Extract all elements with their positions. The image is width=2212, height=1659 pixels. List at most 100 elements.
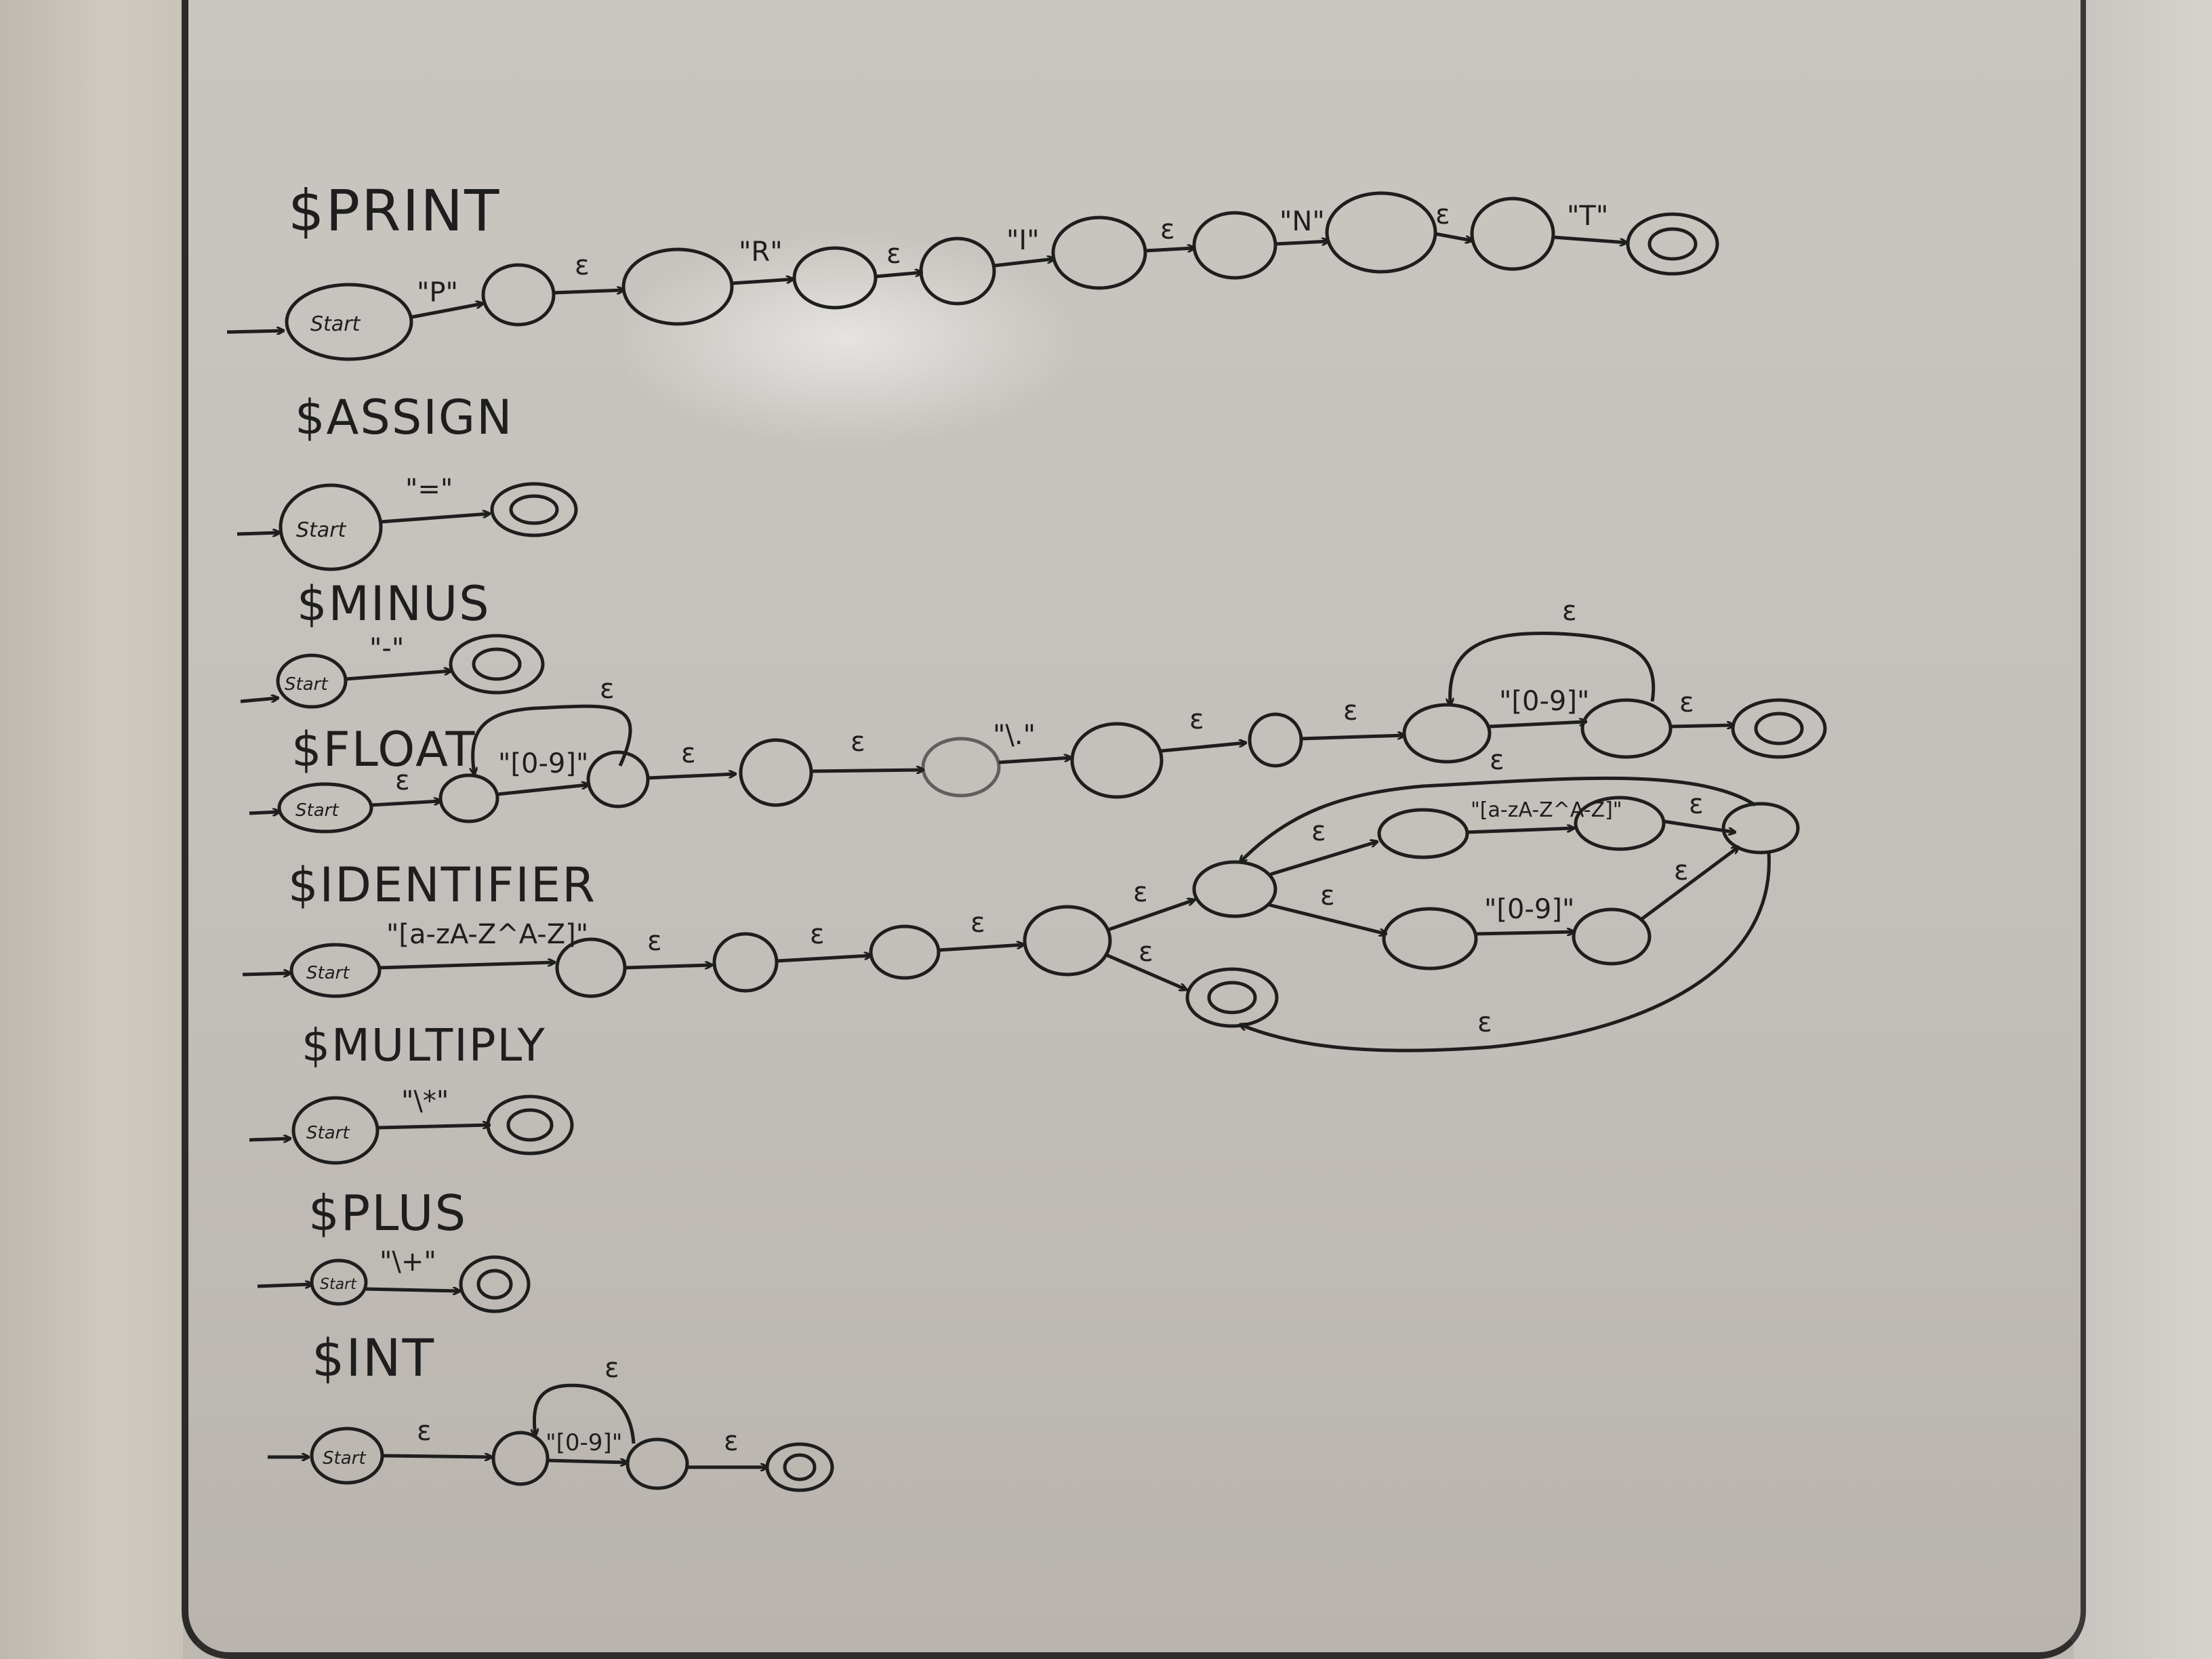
transition bbox=[380, 514, 489, 524]
transition bbox=[1161, 743, 1246, 753]
transition-label: ε bbox=[1435, 199, 1450, 230]
assign-machine: $ASSIGN Start "=" bbox=[237, 390, 578, 571]
transition bbox=[811, 770, 923, 771]
machine-title: $PLUS bbox=[308, 1185, 467, 1242]
loop-transition bbox=[1240, 776, 1757, 862]
print-machine: $PRINT Start "P" ε "R" ε "I" ε "N" ε "T" bbox=[226, 178, 1719, 361]
state bbox=[1070, 722, 1164, 799]
transition bbox=[1489, 722, 1586, 729]
state bbox=[1248, 712, 1303, 768]
transition-label: ε bbox=[810, 919, 825, 950]
state bbox=[1402, 703, 1492, 764]
transition bbox=[371, 801, 441, 807]
transition-label: ε bbox=[395, 765, 410, 796]
transition-label: ε bbox=[1679, 687, 1694, 718]
state bbox=[621, 247, 734, 326]
transition bbox=[1435, 232, 1472, 241]
entry-arrow bbox=[242, 973, 290, 975]
transition bbox=[776, 956, 871, 963]
accept-state bbox=[490, 482, 578, 537]
wall-right bbox=[2074, 0, 2212, 1659]
state bbox=[1051, 216, 1147, 290]
accept-state-inner bbox=[783, 1453, 817, 1481]
entry-arrow bbox=[237, 533, 279, 534]
transition bbox=[938, 945, 1023, 952]
entry-arrow bbox=[240, 698, 278, 703]
transition-label: ε bbox=[886, 239, 901, 270]
wall-left bbox=[0, 0, 183, 1659]
start-state bbox=[289, 943, 382, 998]
transition-label: ε bbox=[647, 926, 662, 957]
machine-title: $PRINT bbox=[288, 178, 500, 244]
state bbox=[1023, 905, 1112, 977]
transition bbox=[411, 304, 483, 319]
transition-label: "T" bbox=[1567, 201, 1608, 232]
transition-label: ε bbox=[1133, 877, 1148, 908]
transition-label: "-" bbox=[369, 633, 404, 664]
state bbox=[586, 750, 650, 808]
transition-label: "N" bbox=[1279, 206, 1325, 237]
start-label: Start bbox=[296, 518, 347, 542]
transition bbox=[731, 279, 793, 285]
float-machine: $FLOAT Start ε "[0-9]" ε ε ε "\." ε ε "[… bbox=[249, 596, 1827, 834]
state bbox=[1325, 191, 1437, 274]
int-machine: $INT Start ε "[0-9]" ε ε bbox=[268, 1328, 834, 1492]
transition bbox=[1467, 828, 1574, 834]
transition-label: ε bbox=[600, 674, 615, 705]
state bbox=[626, 1437, 689, 1490]
transition-label: ε bbox=[417, 1416, 432, 1447]
entry-arrow bbox=[226, 331, 283, 332]
transition bbox=[553, 290, 623, 295]
state bbox=[1572, 907, 1652, 966]
entry-arrow bbox=[249, 812, 279, 813]
accept-state-inner bbox=[472, 647, 522, 681]
start-state bbox=[285, 283, 413, 361]
transition-label: ε bbox=[1139, 937, 1153, 968]
state bbox=[1580, 698, 1673, 759]
start-state bbox=[277, 782, 373, 834]
transition-label: ε bbox=[1477, 1007, 1492, 1038]
start-label: Start bbox=[323, 1448, 366, 1469]
accept-state bbox=[1185, 967, 1279, 1028]
transition-label: "I" bbox=[1006, 225, 1040, 256]
state bbox=[1192, 211, 1277, 280]
loop-transition bbox=[534, 1383, 636, 1444]
transition-label: "[0-9]" bbox=[546, 1429, 622, 1456]
light-glare bbox=[610, 230, 1084, 447]
state bbox=[1721, 802, 1800, 855]
state bbox=[1470, 197, 1555, 271]
transition-label: ε bbox=[575, 250, 590, 281]
accept-state-inner bbox=[476, 1269, 513, 1300]
loop-transition bbox=[1240, 852, 1771, 1052]
transition bbox=[1475, 932, 1574, 934]
minus-machine: $MINUS Start "-" bbox=[240, 576, 545, 709]
transition-label: "[0-9]" bbox=[1484, 894, 1574, 925]
state bbox=[1382, 907, 1478, 970]
loop-transition bbox=[473, 704, 632, 774]
transition-label: "\+" bbox=[380, 1246, 436, 1277]
start-label: Start bbox=[306, 963, 350, 983]
transition bbox=[379, 962, 554, 970]
transition bbox=[377, 1125, 489, 1130]
transition-label: ε bbox=[970, 907, 985, 939]
transition bbox=[1107, 900, 1194, 932]
state bbox=[739, 738, 813, 807]
transition-label: "\*" bbox=[401, 1086, 449, 1117]
machine-title: $ASSIGN bbox=[295, 390, 514, 445]
machine-title: $IDENTIFIER bbox=[288, 857, 596, 913]
start-state bbox=[310, 1258, 368, 1306]
start-state bbox=[276, 653, 348, 709]
accept-state-inner bbox=[506, 1108, 554, 1142]
state bbox=[869, 924, 941, 980]
start-label: Start bbox=[285, 674, 328, 695]
state bbox=[921, 737, 1001, 798]
transition-label: ε bbox=[1189, 704, 1204, 735]
accept-state bbox=[486, 1094, 574, 1155]
state bbox=[1192, 860, 1277, 918]
start-state bbox=[279, 483, 383, 571]
transition-label: ε bbox=[1490, 745, 1504, 776]
transition bbox=[994, 259, 1054, 268]
transition bbox=[624, 965, 712, 970]
transition bbox=[365, 1289, 459, 1291]
